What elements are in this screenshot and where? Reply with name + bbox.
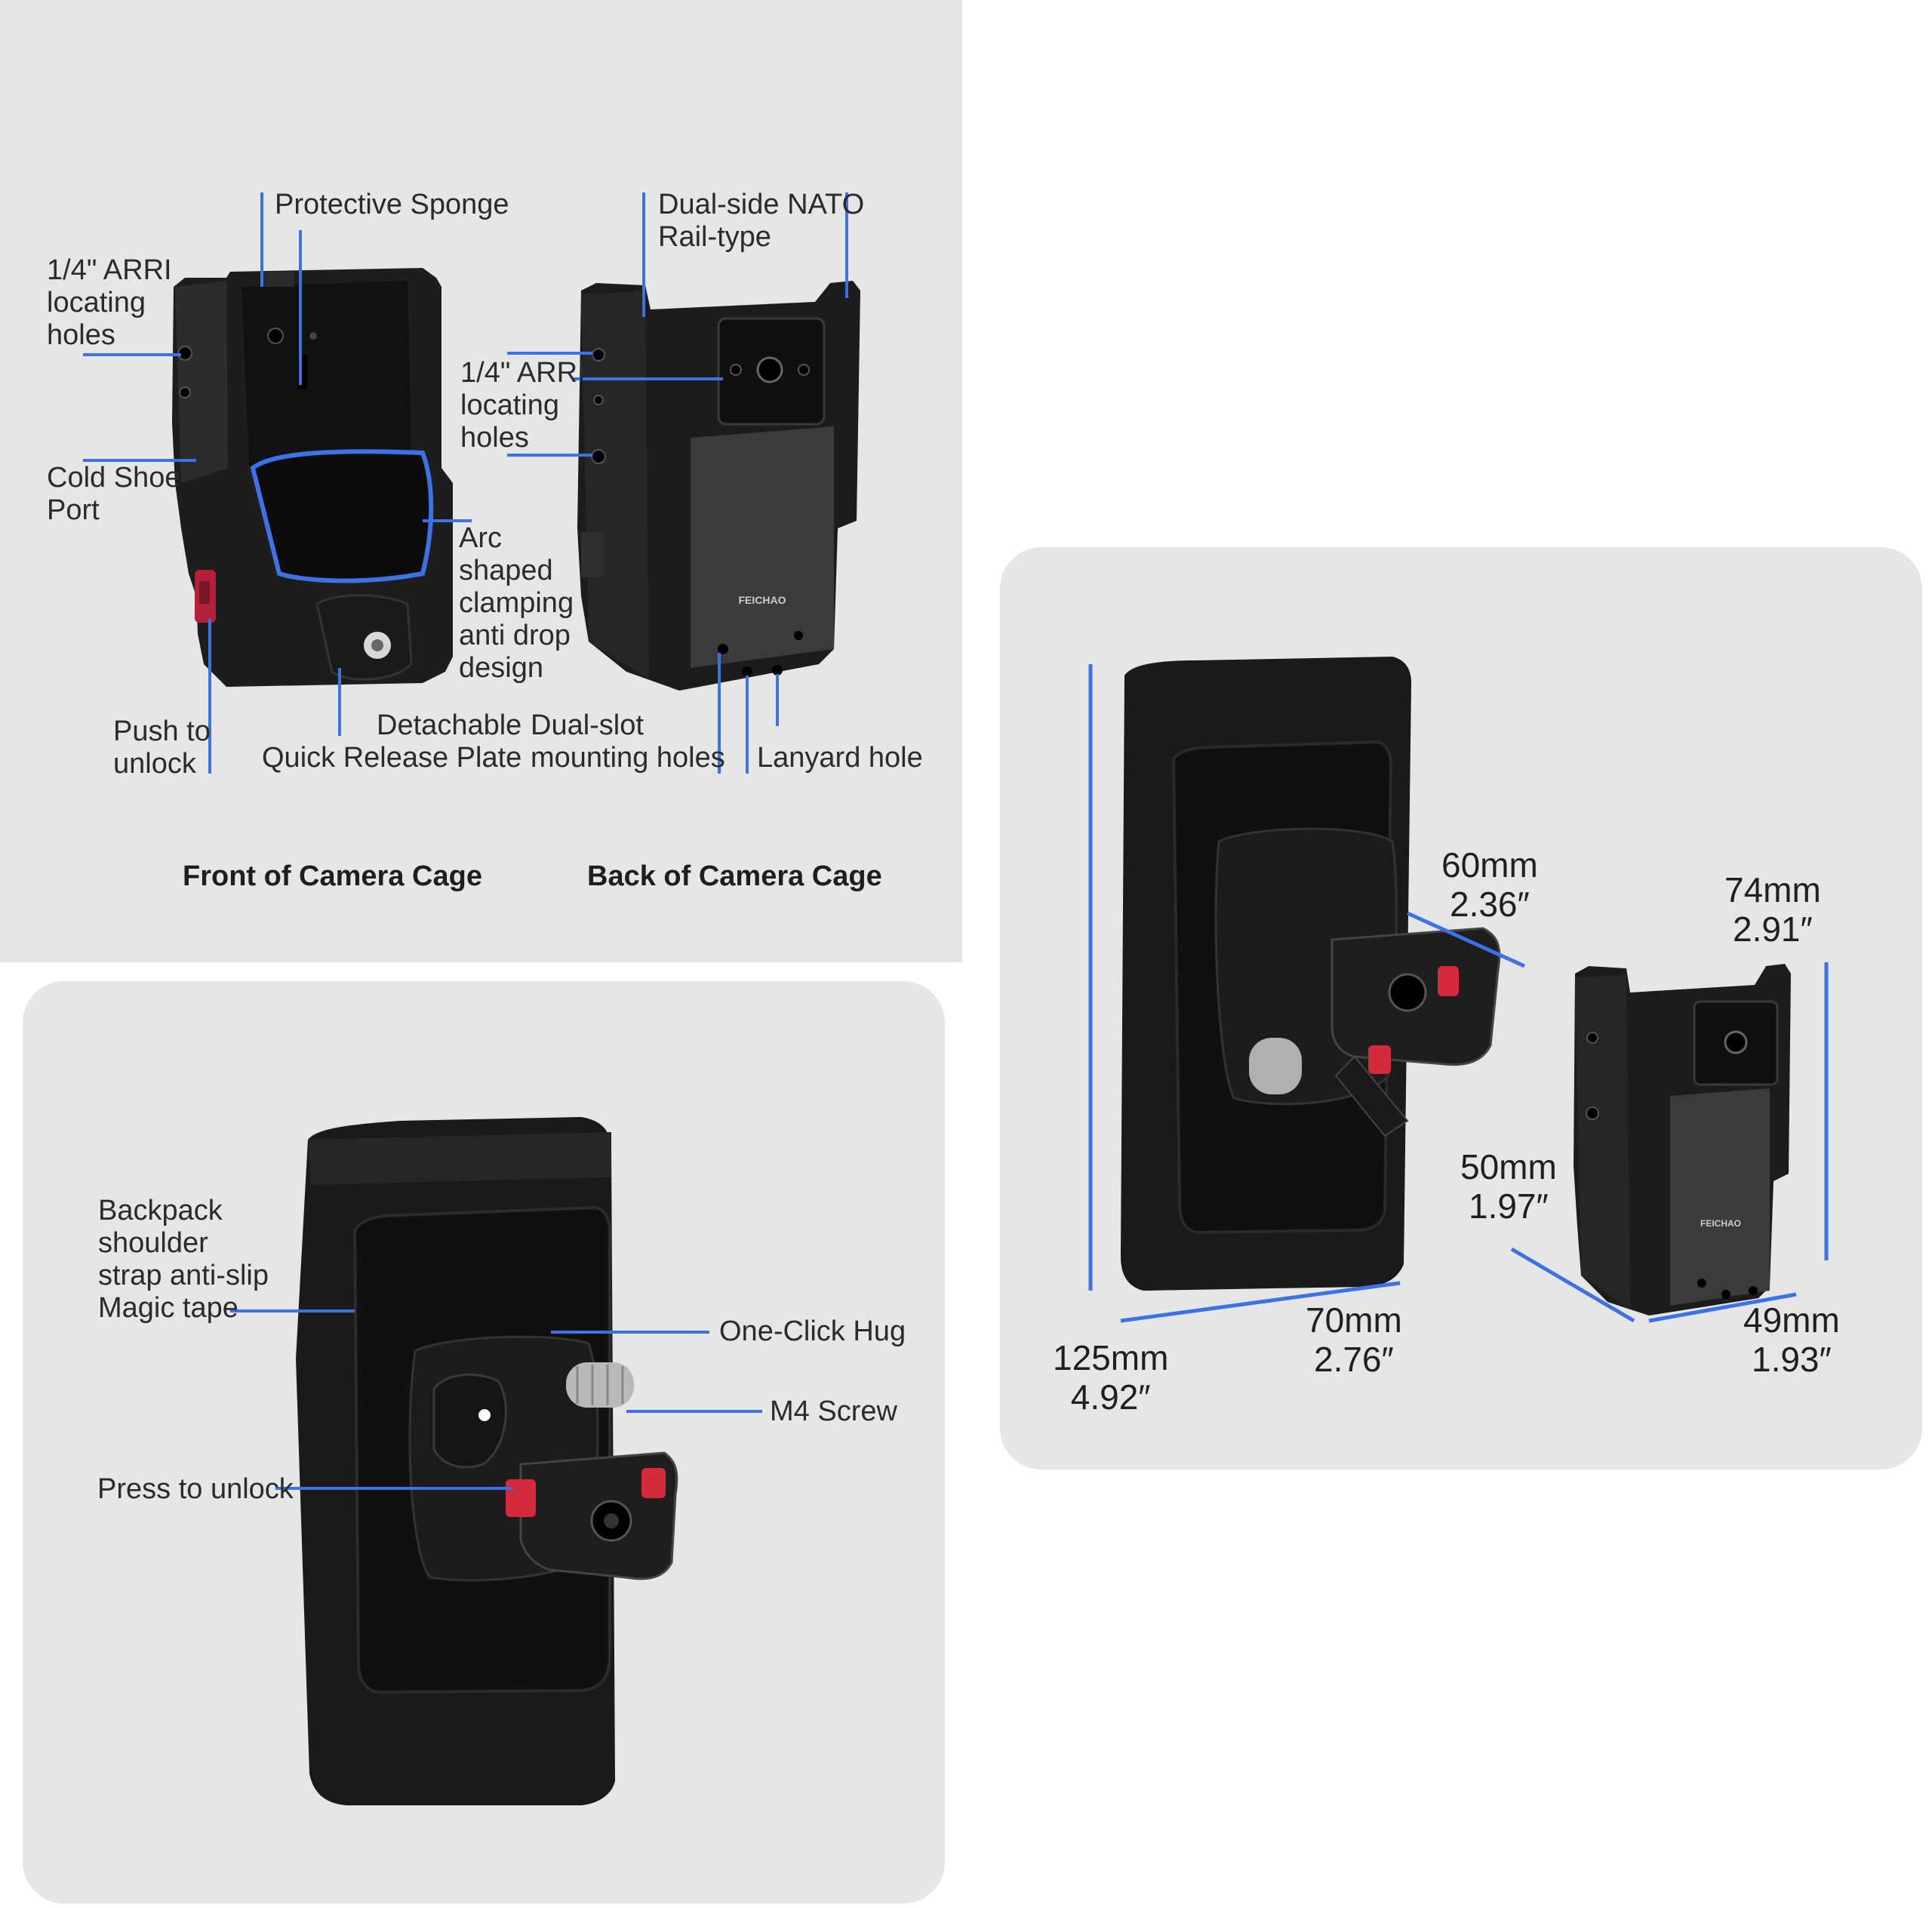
label-mounting-holes: Dual-slot mounting holes: [531, 709, 725, 774]
dim-clip-depth: 60mm 2.36″: [1441, 845, 1538, 924]
camera-cage-panel: FEICHAO: [0, 0, 962, 962]
dimensions-illustration: FEICHAO: [1088, 657, 1829, 1323]
caption-back-cage: Back of Camera Cage: [587, 860, 882, 892]
dim-cage-width: 74mm 2.91″: [1724, 870, 1821, 949]
label-cold-shoe-port: Cold Shoe Port: [47, 462, 181, 526]
dimension-cage-image: FEICHAO: [1574, 964, 1791, 1316]
dimension-lines: [1088, 664, 1829, 1323]
label-quick-release-plate: Detachable Quick Release Plate: [262, 709, 522, 774]
brand-mark: FEICHAO: [739, 594, 786, 606]
dimension-brand-mark: FEICHAO: [1700, 1218, 1741, 1229]
label-push-to-unlock: Push to unlock: [113, 716, 211, 780]
front-callout-lines: [83, 192, 472, 774]
dim-cage-height: 49mm 1.93″: [1743, 1300, 1840, 1379]
dim-cage-depth: 50mm 1.97″: [1460, 1147, 1557, 1226]
front-cage-image: [172, 268, 453, 687]
dimensions-panel: FEICHAO 125mm 4.92″ 70mm 2.76″ 60mm 2.36…: [1000, 547, 1922, 1469]
label-m4-screw: M4 Screw: [770, 1396, 897, 1427]
back-callout-lines: [507, 192, 848, 774]
cage-illustrations: FEICHAO: [83, 192, 860, 774]
label-protective-sponge: Protective Sponge: [275, 189, 509, 220]
label-lanyard-hole: Lanyard hole: [757, 742, 923, 774]
label-arc-clamp: Arc shaped clamping anti drop design: [459, 522, 574, 684]
back-cage-image: FEICHAO: [577, 281, 860, 691]
caption-front-cage: Front of Camera Cage: [183, 860, 482, 892]
strap-clip-image: [296, 1117, 678, 1805]
label-front-arri-holes: 1/4" ARRI locating holes: [47, 254, 172, 351]
label-nato-rail: Dual-side NATO Rail-type: [658, 189, 865, 253]
dim-clip-height: 125mm 4.92″: [1053, 1338, 1169, 1417]
strap-clip-panel: Backpack shoulder strap anti-slip Magic …: [23, 981, 945, 1903]
label-one-click-hug: One-Click Hug: [719, 1316, 906, 1347]
dimension-clip-image: [1121, 657, 1501, 1291]
label-press-to-unlock: Press to unlock: [97, 1473, 294, 1505]
clip-callout-lines: [230, 1309, 762, 1490]
label-magic-tape: Backpack shoulder strap anti-slip Magic …: [98, 1195, 269, 1324]
label-back-arri-holes: 1/4" ARRI locating holes: [460, 357, 586, 454]
dim-clip-width: 70mm 2.76″: [1306, 1300, 1402, 1379]
strap-clip-illustration: [230, 1117, 762, 1805]
